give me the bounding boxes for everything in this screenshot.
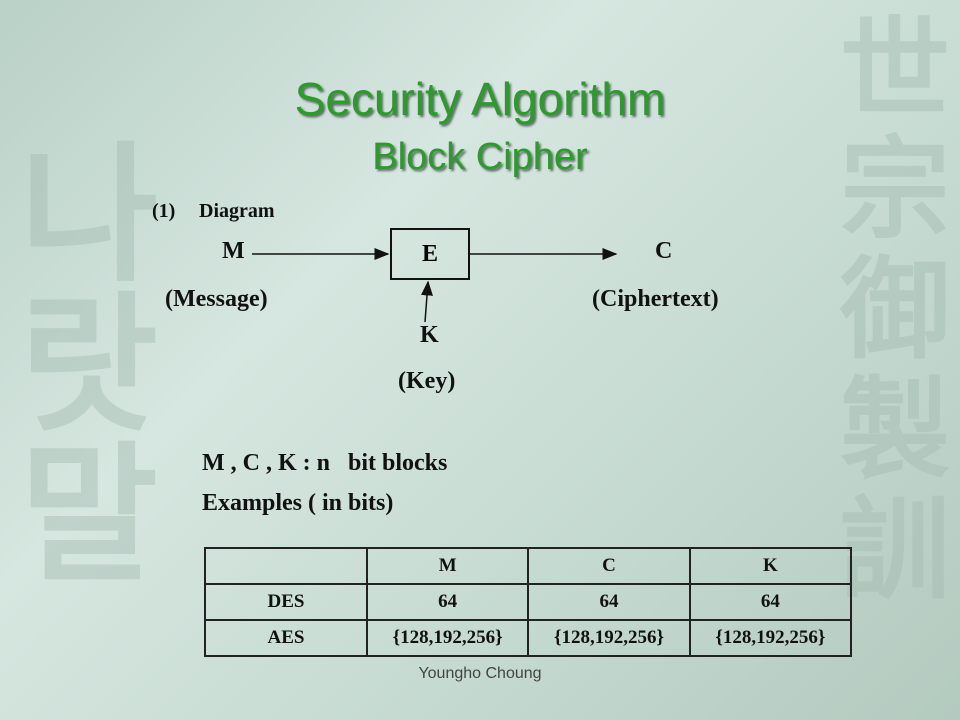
section-number: (1) xyxy=(152,200,176,222)
table-cell: 64 xyxy=(688,583,853,621)
table-cell: {128,192,256} xyxy=(365,619,530,657)
arrow-key-to-box xyxy=(421,280,433,323)
table-cell: {128,192,256} xyxy=(688,619,853,657)
examples-table: M C K DES 64 64 64 AES {128,192,256} {12… xyxy=(204,547,853,657)
encryption-label: E xyxy=(421,240,438,267)
table-header-cell: C xyxy=(527,547,691,585)
diagram-input-desc: (Message) xyxy=(165,286,268,312)
table-header-cell: K xyxy=(688,547,853,585)
diagram-output-desc: (Ciphertext) xyxy=(592,286,719,312)
slide-subtitle: Block Cipher xyxy=(372,136,588,178)
diagram-key-desc: (Key) xyxy=(398,368,456,394)
table-cell: AES xyxy=(204,619,368,657)
table-row: AES {128,192,256} {128,192,256} {128,192… xyxy=(204,619,853,657)
diagram-input: M xyxy=(222,238,245,264)
encryption-box: E xyxy=(390,228,470,280)
table-cell: 64 xyxy=(365,583,530,621)
diagram-output: C xyxy=(655,238,673,264)
examples-label: Examples ( in bits) xyxy=(202,490,394,516)
slide-title: Security Algorithm xyxy=(294,73,666,125)
table-cell: DES xyxy=(204,583,368,621)
table-cell: {128,192,256} xyxy=(527,619,691,657)
table-header-cell: M xyxy=(365,547,530,585)
table-row: DES 64 64 64 xyxy=(204,583,853,621)
block-size-note: M , C , K : n bit blocks xyxy=(202,450,448,476)
footer-author: Youngho Choung xyxy=(418,665,542,682)
table-cell: 64 xyxy=(527,583,691,621)
table-header-cell xyxy=(204,547,368,585)
table-header-row: M C K xyxy=(204,547,853,585)
section-label: Diagram xyxy=(199,200,275,222)
diagram-key: K xyxy=(420,322,439,348)
background-calligraphy-right: 世宗御製訓 xyxy=(840,5,950,614)
